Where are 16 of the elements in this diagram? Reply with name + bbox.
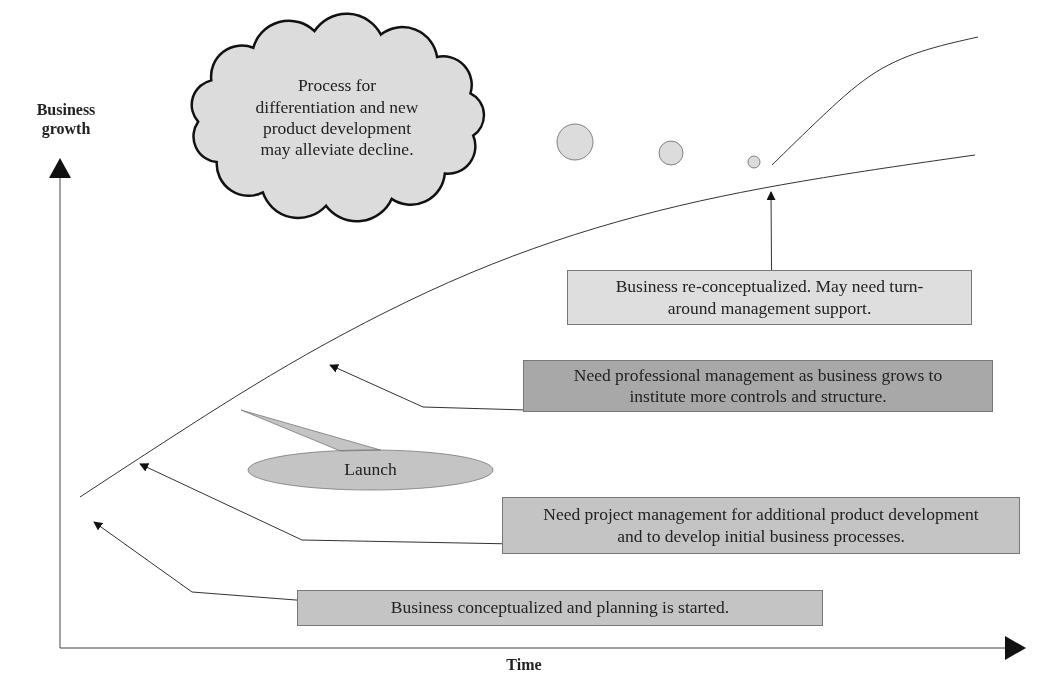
note-box	[502, 497, 1020, 554]
note-text: Business conceptualized and planning is started.	[390, 597, 730, 619]
note-box	[523, 360, 993, 412]
axis-title: Business growth	[35, 100, 97, 139]
callout-text: Launch	[344, 459, 397, 481]
axis-title: Time	[505, 655, 543, 675]
leader-arrow	[329, 364, 524, 411]
leader-arrow	[93, 521, 298, 601]
note-text: Need project management for additional product development and to develop initial business processes.	[542, 504, 980, 547]
leader-arrow	[139, 463, 503, 545]
note-box	[567, 270, 972, 325]
note-box	[297, 590, 823, 626]
leader-arrow	[766, 191, 776, 271]
note-text: Need professional management as business grows to institute more controls and structure.	[572, 364, 944, 408]
note-text: Business re-conceptualized. May need turn-around management support.	[614, 276, 925, 319]
cloud-text: Process for differentiation and new product development may alleviate decline.	[254, 75, 420, 161]
